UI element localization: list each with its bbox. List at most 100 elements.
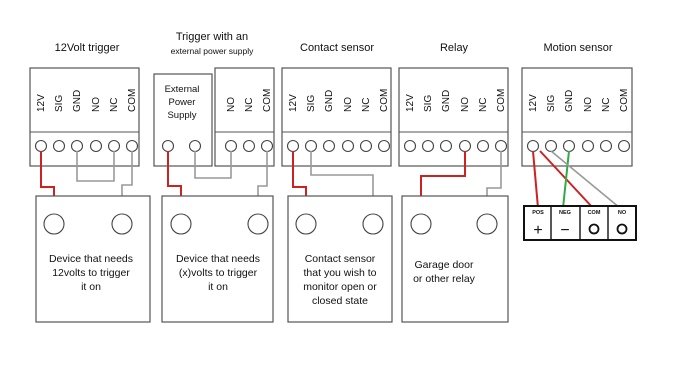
gray-wire <box>550 150 621 209</box>
pin-label: NC <box>244 98 255 112</box>
screw-terminal <box>125 139 139 153</box>
pin-label: NO <box>343 97 354 112</box>
pin-label: COM <box>379 89 390 112</box>
device-terminal <box>111 213 133 235</box>
screw-terminal <box>322 139 336 153</box>
panel-contact-sensor: Contact sensor 12V SIG GND NO NC COM Con… <box>281 42 393 323</box>
no-terminal-icon <box>616 223 628 235</box>
screw-terminal <box>458 139 472 153</box>
pin-labels: 12V SIG GND NO NC COM <box>36 89 138 112</box>
screw-terminal <box>439 139 453 153</box>
device-label: Device that needs <box>49 253 133 265</box>
screw-terminal <box>403 139 417 153</box>
green-wire <box>562 150 570 209</box>
device-label: monitor open or <box>303 281 377 293</box>
screw-terminal <box>89 139 103 153</box>
pin-label: SIG <box>54 95 65 112</box>
device-terminal <box>295 213 317 235</box>
pin-label: NC <box>478 98 489 112</box>
pin-label: NO <box>583 97 594 112</box>
screw-terminal <box>34 139 48 153</box>
pin-label: 12V <box>36 94 47 112</box>
panel-relay: Relay 12V SIG GND NO NC COM Garage door … <box>398 42 509 323</box>
screw-terminal <box>304 139 318 153</box>
panel-title: Trigger with an <box>176 31 248 43</box>
pin-label: 12V <box>405 94 416 112</box>
device-label: or other relay <box>413 273 476 285</box>
panel-external-trigger: Trigger with an external power supply Ex… <box>153 31 275 323</box>
pin-label: GND <box>324 90 335 112</box>
pin-label: NC <box>361 98 372 112</box>
pin-label: SIG <box>546 95 557 112</box>
pin-label: NO <box>460 97 471 112</box>
sensor-label-pos: POS <box>532 210 544 216</box>
sensor-label-com: COM <box>588 210 601 216</box>
supply-terminal <box>188 139 202 153</box>
screw-terminal <box>617 139 631 153</box>
device-label: 12volts to trigger <box>52 267 130 279</box>
pin-label: NO <box>91 97 102 112</box>
pin-label: COM <box>262 89 273 112</box>
screw-terminal <box>341 139 355 153</box>
pin-label: NC <box>601 98 612 112</box>
device-label: that you wish to <box>304 267 377 279</box>
device-label: Device that needs <box>176 253 260 265</box>
pin-label: COM <box>496 89 507 112</box>
com-terminal-icon <box>588 223 600 235</box>
pin-label: GND <box>72 90 83 112</box>
device-terminal <box>170 213 192 235</box>
power-supply-label: External <box>165 84 200 95</box>
pin-label: GND <box>441 90 452 112</box>
screw-terminal <box>494 139 508 153</box>
screw-terminal <box>224 139 238 153</box>
panel-title: Relay <box>440 42 469 54</box>
screw-terminal <box>260 139 274 153</box>
gray-wire <box>76 151 115 182</box>
screw-terminal <box>526 139 540 153</box>
screw-terminal <box>544 139 558 153</box>
gray-wire <box>310 151 374 214</box>
terminal-block <box>29 67 140 167</box>
terminal-screws <box>34 139 139 153</box>
terminal-block <box>398 67 509 167</box>
pin-label: COM <box>127 89 138 112</box>
device-label: it on <box>208 281 228 293</box>
minus-symbol: − <box>560 222 569 239</box>
power-supply-label: Power <box>169 97 196 108</box>
device-label: (x)volts to trigger <box>179 267 258 279</box>
screw-terminal <box>599 139 613 153</box>
screw-terminal <box>286 139 300 153</box>
screw-terminal <box>581 139 595 153</box>
screw-terminal <box>70 139 84 153</box>
pin-label: 12V <box>288 94 299 112</box>
device-terminal <box>362 213 384 235</box>
sensor-label-neg: NEG <box>559 210 571 216</box>
device-label: Contact sensor <box>305 253 376 265</box>
external-power-supply <box>153 73 213 167</box>
screw-terminal <box>359 139 373 153</box>
panel-title: Motion sensor <box>543 42 612 54</box>
pin-label: GND <box>564 90 575 112</box>
device-terminal <box>247 213 269 235</box>
pin-label: NO <box>226 97 237 112</box>
pin-label: 12V <box>528 94 539 112</box>
terminal-block <box>281 67 392 167</box>
device-label: closed state <box>312 295 368 307</box>
pin-label: NC <box>109 98 120 112</box>
device-label: it on <box>81 281 101 293</box>
gray-wire <box>194 151 232 179</box>
panel-title: 12Volt trigger <box>55 42 120 54</box>
pin-label: SIG <box>423 95 434 112</box>
screw-terminal <box>476 139 490 153</box>
screw-terminal <box>421 139 435 153</box>
pin-label: SIG <box>306 95 317 112</box>
panel-title: Contact sensor <box>300 42 374 54</box>
device-terminal <box>410 213 432 235</box>
screw-terminal <box>377 139 391 153</box>
device-terminal <box>43 213 65 235</box>
device-label: Garage door <box>415 259 474 271</box>
screw-terminal <box>107 139 121 153</box>
panel-12volt-trigger: 12Volt trigger 12V SIG GND NO NC COM Dev… <box>29 42 151 323</box>
device-terminal <box>476 213 498 235</box>
red-wire <box>532 150 539 209</box>
